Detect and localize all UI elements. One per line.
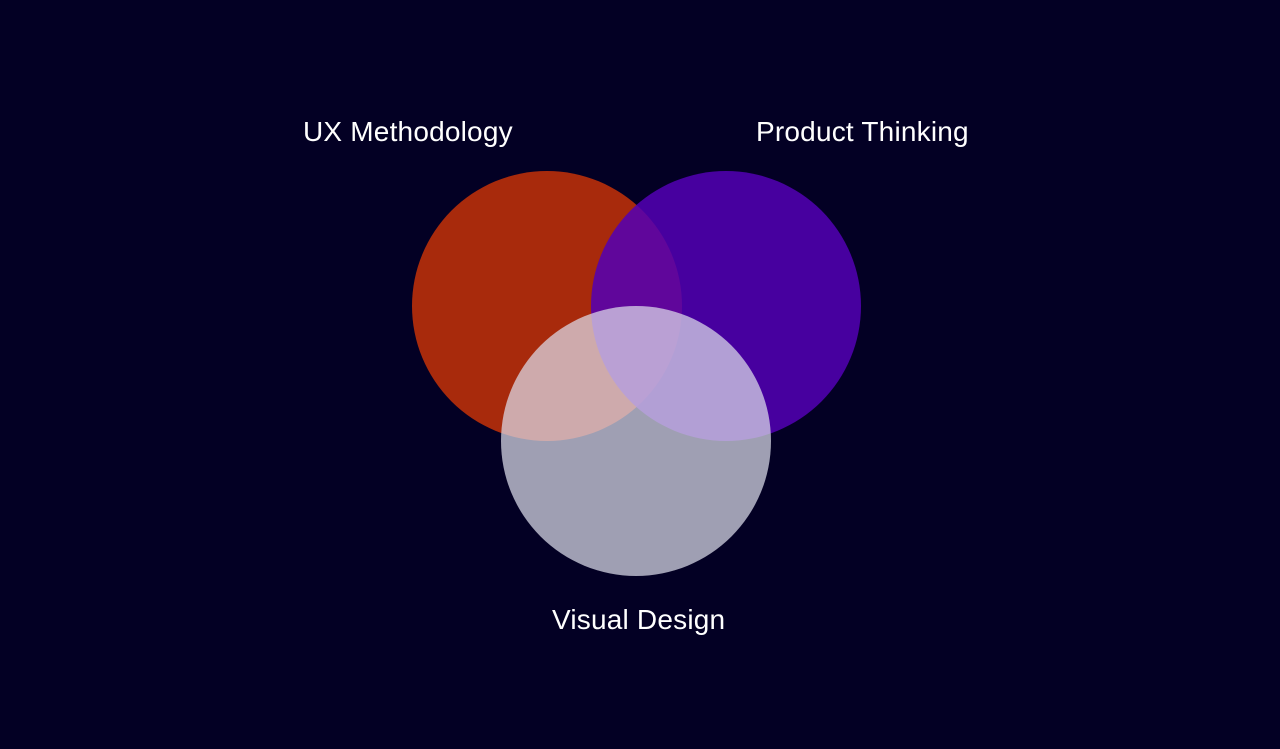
ux-methodology-label: UX Methodology — [303, 116, 513, 147]
product-thinking-label: Product Thinking — [756, 116, 969, 147]
visual-design-label: Visual Design — [552, 604, 726, 635]
visual-design-circle — [501, 306, 771, 576]
